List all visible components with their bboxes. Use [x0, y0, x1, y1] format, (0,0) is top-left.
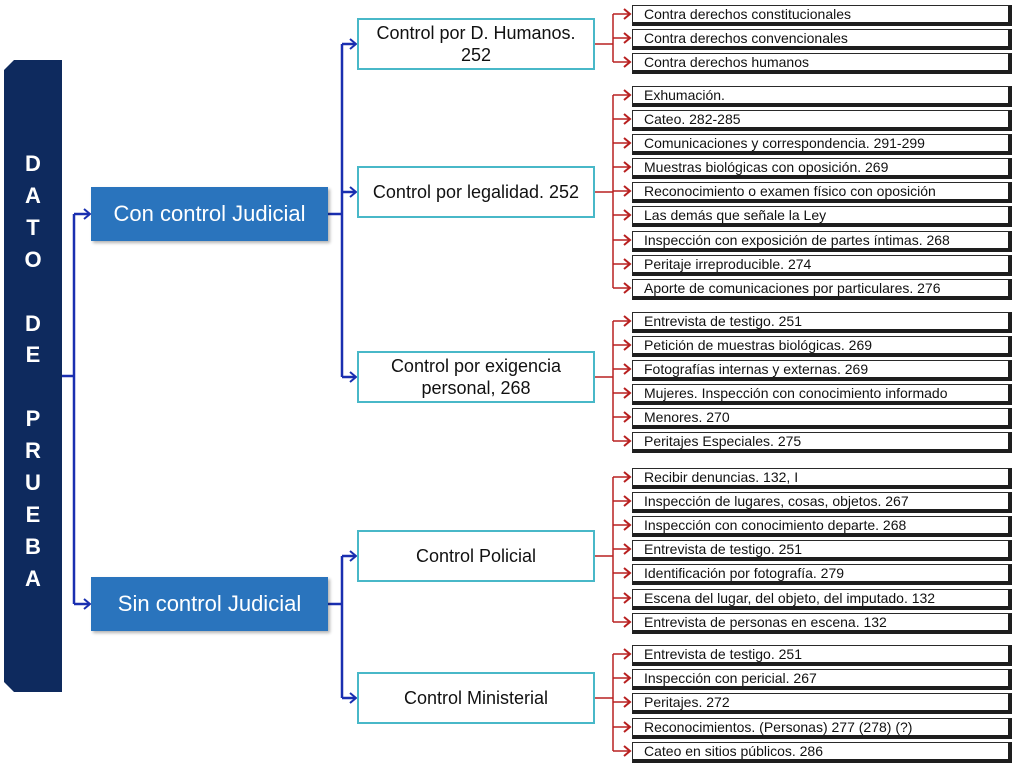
leaf-reconocimientos-personas: Reconocimientos. (Personas) 277 (278) (?…: [632, 718, 1012, 739]
arrowhead: [623, 282, 632, 294]
leaf-contra-derechos-humanos: Contra derechos humanos: [632, 53, 1012, 74]
leaf-aporte-comunicaciones: Aporte de comunicaciones por particulare…: [632, 279, 1012, 300]
arrowhead: [623, 315, 632, 327]
arrowhead: [623, 258, 632, 270]
arrowhead: [349, 186, 358, 198]
root-corner-bottom: [4, 682, 14, 692]
leaf-comunicaciones-correspondencia: Comunicaciones y correspondencia. 291-29…: [632, 134, 1012, 155]
arrowhead: [349, 692, 358, 704]
arrowhead: [623, 616, 632, 628]
leaf-escena-lugar-objeto: Escena del lugar, del objeto, del imputa…: [632, 589, 1012, 610]
leaf-contra-derechos-convencionales: Contra derechos convencionales: [632, 29, 1012, 50]
arrowhead: [623, 387, 632, 399]
arrowhead: [83, 208, 92, 220]
node-control-exigencia-personal: Control por exigencia personal, 268: [357, 351, 595, 403]
leaf-identificacion-fotografia: Identificación por fotografía. 279: [632, 564, 1012, 585]
node-control-derechos-humanos: Control por D. Humanos. 252: [357, 18, 595, 70]
arrowhead: [623, 519, 632, 531]
leaf-entrevista-testigo: Entrevista de testigo. 251: [632, 312, 1012, 333]
leaf-contra-derechos-constitucionales: Contra derechos constitucionales: [632, 5, 1012, 26]
leaf-entrevista-personas-escena: Entrevista de personas en escena. 132: [632, 613, 1012, 634]
arrowhead: [349, 371, 358, 383]
arrowhead: [623, 137, 632, 149]
arrowhead: [349, 38, 358, 50]
arrowhead: [623, 592, 632, 604]
root-node: [4, 60, 62, 692]
arrowhead: [623, 363, 632, 375]
leaf-peritaje-irreproducible: Peritaje irreproducible. 274: [632, 255, 1012, 276]
arrowhead: [623, 696, 632, 708]
leaf-entrevista-testigo-policial: Entrevista de testigo. 251: [632, 540, 1012, 561]
arrowhead: [623, 543, 632, 555]
arrowhead: [623, 161, 632, 173]
arrowhead: [623, 721, 632, 733]
arrowhead: [623, 471, 632, 483]
arrowhead: [623, 745, 632, 757]
arrowhead: [83, 598, 92, 610]
arrowhead: [623, 672, 632, 684]
leaf-menores: Menores. 270: [632, 408, 1012, 429]
arrowhead: [623, 339, 632, 351]
arrowhead: [623, 56, 632, 68]
leaf-exhumacion: Exhumación.: [632, 86, 1012, 107]
node-control-legalidad: Control por legalidad. 252: [357, 166, 595, 218]
leaf-entrevista-testigo-ministerial: Entrevista de testigo. 251: [632, 645, 1012, 666]
arrowhead: [623, 8, 632, 20]
leaf-peticion-muestras-biologicas: Petición de muestras biológicas. 269: [632, 336, 1012, 357]
leaf-inspeccion-lugares-cosas: Inspección de lugares, cosas, objetos. 2…: [632, 492, 1012, 513]
arrowhead: [623, 495, 632, 507]
arrowhead: [623, 411, 632, 423]
leaf-mujeres-inspeccion: Mujeres. Inspección con conocimiento inf…: [632, 384, 1012, 405]
arrowhead: [623, 648, 632, 660]
arrowhead: [623, 435, 632, 447]
leaf-cateo: Cateo. 282-285: [632, 110, 1012, 131]
arrowhead: [623, 209, 632, 221]
leaf-peritajes: Peritajes. 272: [632, 693, 1012, 714]
leaf-inspeccion-conocimiento-departe: Inspección con conocimiento departe. 268: [632, 516, 1012, 537]
node-con-control-judicial: Con control Judicial: [91, 187, 328, 241]
leaf-muestras-biologicas-oposicion: Muestras biológicas con oposición. 269: [632, 158, 1012, 179]
leaf-fotografias-internas-externas: Fotografías internas y externas. 269: [632, 360, 1012, 381]
node-control-ministerial: Control Ministerial: [357, 672, 595, 724]
arrowhead: [349, 550, 358, 562]
leaf-cateo-sitios-publicos: Cateo en sitios públicos. 286: [632, 742, 1012, 763]
leaf-inspeccion-con-pericial: Inspección con pericial. 267: [632, 669, 1012, 690]
arrowhead: [623, 32, 632, 44]
node-sin-control-judicial: Sin control Judicial: [91, 577, 328, 631]
leaf-inspeccion-partes-intimas: Inspección con exposición de partes ínti…: [632, 231, 1012, 252]
arrowhead: [623, 89, 632, 101]
leaf-peritajes-especiales: Peritajes Especiales. 275: [632, 432, 1012, 453]
leaf-recibir-denuncias: Recibir denuncias. 132, I: [632, 468, 1012, 489]
arrowhead: [623, 234, 632, 246]
arrowhead: [623, 567, 632, 579]
leaf-reconocimiento-examen-fisico: Reconocimiento o examen físico con oposi…: [632, 182, 1012, 203]
arrowhead: [623, 185, 632, 197]
root-corner-top: [4, 60, 14, 70]
leaf-las-demas-ley: Las demás que señale la Ley: [632, 206, 1012, 227]
root-label: D A T O D E P R U E B A: [24, 151, 42, 591]
arrowhead: [623, 113, 632, 125]
node-control-policial: Control Policial: [357, 530, 595, 582]
